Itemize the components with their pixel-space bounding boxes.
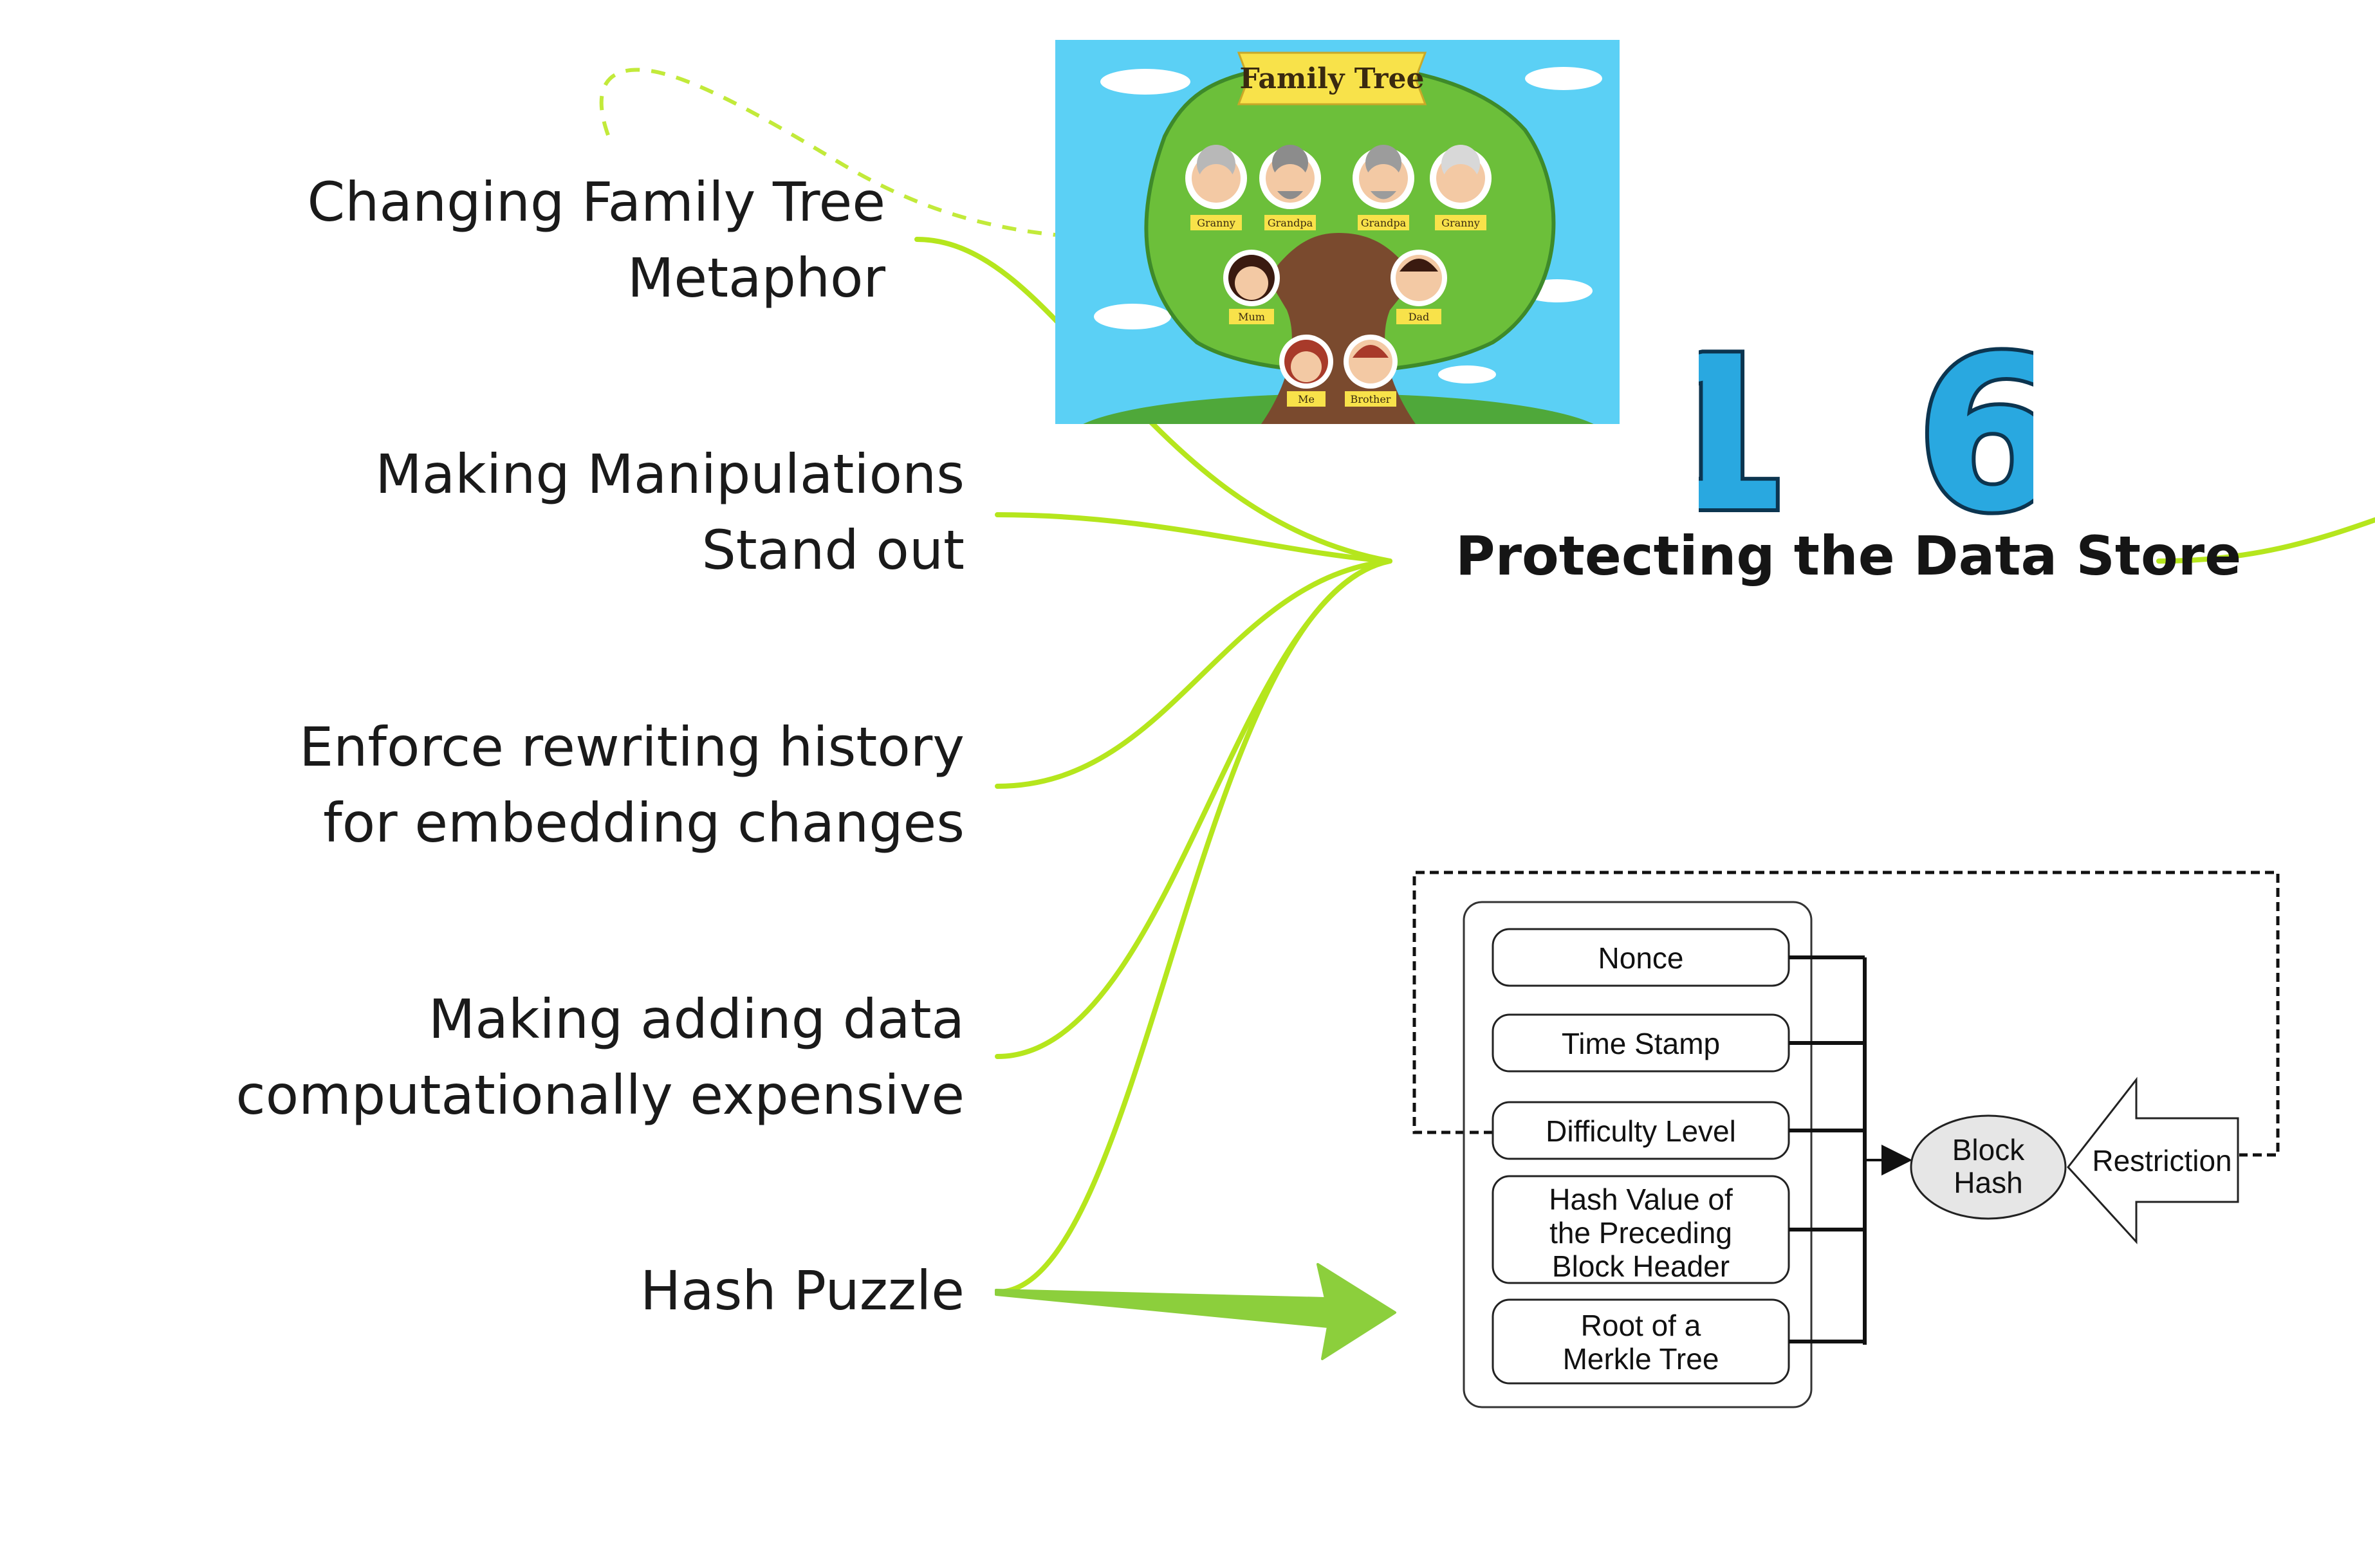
field-timestamp-label: Time Stamp bbox=[1562, 1027, 1720, 1060]
member-tag-2: Grandpa bbox=[1361, 217, 1407, 229]
member-tag-5: Dad bbox=[1409, 311, 1430, 323]
central-topic-title: Protecting the Data Store bbox=[1455, 524, 2242, 587]
hash-puzzle-arrow bbox=[995, 1263, 1396, 1360]
block-hash-node bbox=[1910, 1114, 2067, 1220]
restriction-label: Restriction bbox=[2092, 1144, 2232, 1177]
topic-number-text: 1 6 bbox=[1699, 328, 2033, 528]
block-hash-label-1: Block bbox=[1952, 1133, 2025, 1167]
dashed-decor-curve bbox=[599, 68, 1056, 237]
field-prev-hash-label-3: Block Header bbox=[1552, 1250, 1730, 1283]
branch-label-computation: Making adding data computationally expen… bbox=[236, 981, 965, 1133]
branch-label-manipulations: Making Manipulations Stand out bbox=[375, 436, 965, 588]
family-member-faces bbox=[1185, 145, 1492, 389]
family-tree-banner-text: Family Tree bbox=[1240, 62, 1425, 95]
branch-rewriting-line2: for embedding changes bbox=[323, 791, 965, 854]
field-prev-hash-label-2: the Preceding bbox=[1549, 1216, 1732, 1250]
branch-computation-line2: computationally expensive bbox=[236, 1064, 965, 1127]
field-merkle-root-label-2: Merkle Tree bbox=[1563, 1342, 1719, 1376]
branch-connector-manipulations bbox=[995, 512, 1392, 564]
branch-label-family-tree: Changing Family Tree Metaphor bbox=[307, 164, 885, 316]
branch-connector-right bbox=[2156, 517, 2375, 564]
branch-label-rewriting: Enforce rewriting history for embedding … bbox=[299, 709, 965, 861]
branch-rewriting-line1: Enforce rewriting history bbox=[299, 715, 965, 779]
member-tag-0: Granny bbox=[1197, 217, 1235, 229]
topic-number: 1 6 bbox=[1699, 328, 2033, 528]
branch-manipulations-line1: Making Manipulations bbox=[375, 443, 965, 506]
hash-puzzle-diagram: Nonce Time Stamp Difficulty Level Hash V… bbox=[1412, 871, 2280, 1408]
branch-family-tree-line1: Changing Family Tree bbox=[307, 171, 885, 234]
branch-computation-line1: Making adding data bbox=[428, 988, 965, 1051]
block-hash-label-2: Hash bbox=[1954, 1166, 2022, 1199]
field-difficulty-label: Difficulty Level bbox=[1546, 1114, 1736, 1148]
member-tag-7: Brother bbox=[1351, 393, 1391, 405]
branch-connector-rewriting bbox=[995, 558, 1392, 789]
field-merkle-root-label-1: Root of a bbox=[1581, 1309, 1701, 1342]
branch-connector-hash-puzzle bbox=[995, 558, 1392, 1295]
cloud-shapes bbox=[1094, 67, 1602, 383]
branch-manipulations-line2: Stand out bbox=[701, 519, 965, 582]
family-tree-image: Family Tree Granny Grandpa Grandpa Grann… bbox=[1055, 40, 1620, 424]
branch-family-tree-line2: Metaphor bbox=[627, 246, 885, 309]
block-header-container bbox=[1463, 901, 1813, 1408]
member-tag-3: Granny bbox=[1441, 217, 1480, 229]
member-tag-1: Grandpa bbox=[1268, 217, 1313, 229]
member-tag-6: Me bbox=[1298, 393, 1315, 405]
restriction-arrow bbox=[2067, 1076, 2239, 1244]
branch-label-hash-puzzle: Hash Puzzle bbox=[640, 1253, 965, 1329]
branch-connector-computation bbox=[995, 558, 1392, 1059]
field-prev-hash-label-1: Hash Value of bbox=[1549, 1183, 1733, 1216]
field-nonce-label: Nonce bbox=[1598, 941, 1684, 975]
member-tag-4: Mum bbox=[1238, 311, 1265, 323]
restriction-feedback-loop bbox=[1412, 871, 2280, 1157]
branch-hash-puzzle-line1: Hash Puzzle bbox=[640, 1259, 965, 1322]
family-tree-banner bbox=[1237, 51, 1427, 106]
